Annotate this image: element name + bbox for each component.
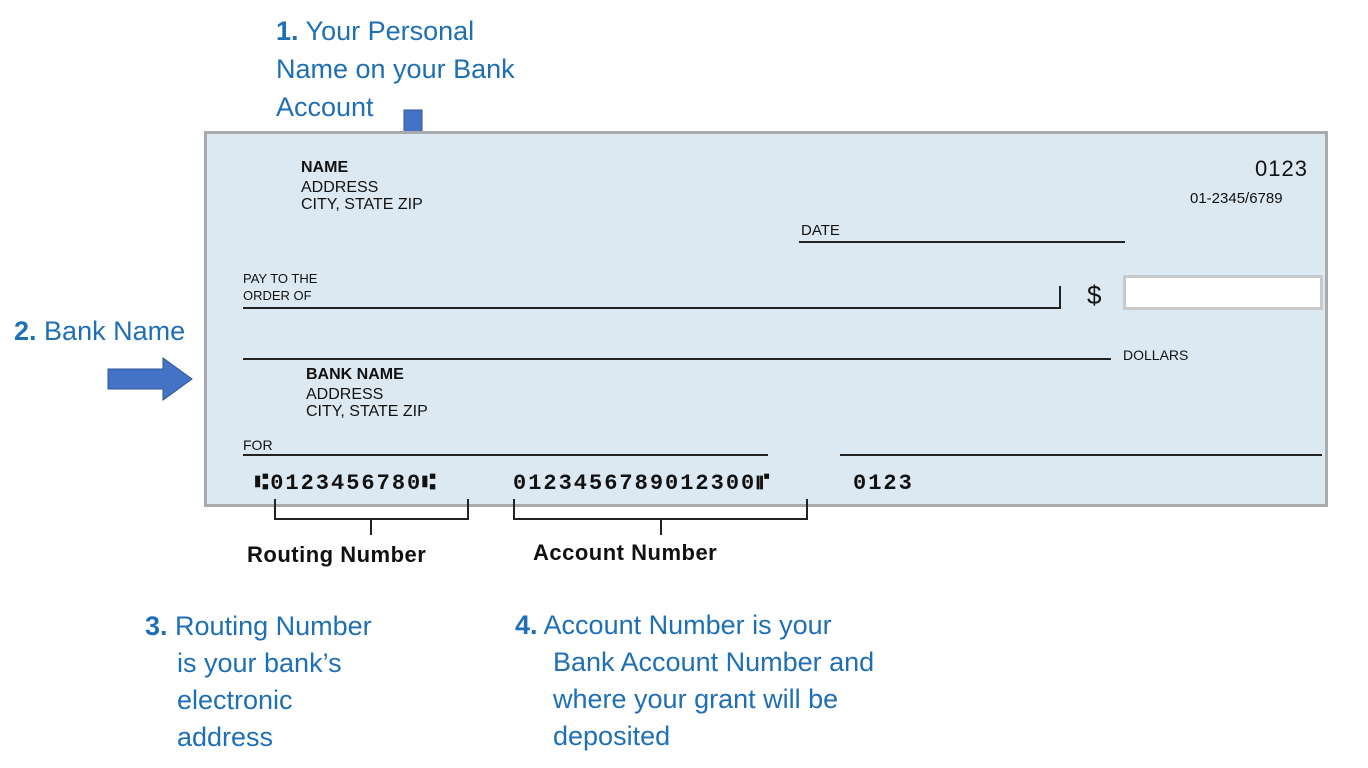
payee-line-end — [1059, 286, 1061, 309]
micr-routing: ⑆0123456780⑆ — [255, 471, 438, 496]
amount-words-line — [243, 358, 1111, 360]
annotation-account: 4. Account Number is your Bank Account N… — [515, 607, 874, 755]
annotation-number: 3. — [145, 611, 168, 641]
annotation-text: Name on your Bank — [276, 54, 515, 84]
annotation-text: Account — [276, 92, 374, 122]
signature-line — [840, 454, 1322, 456]
micr-account: 0123456789012300⑈ — [513, 471, 772, 496]
account-number-label: Account Number — [533, 540, 718, 565]
annotation-text: where your grant will be — [553, 684, 839, 714]
annotation-text: Your Personal — [305, 16, 475, 46]
owner-name: NAME — [301, 159, 349, 176]
amount-box[interactable] — [1123, 275, 1323, 310]
bank-address: ADDRESS — [306, 386, 384, 403]
date-label: DATE — [801, 222, 840, 239]
annotation-personal-name: 1. Your Personal Name on your Bank Accou… — [276, 12, 515, 126]
check: NAME ADDRESS CITY, STATE ZIP 0123 01-234… — [204, 131, 1328, 507]
owner-city: CITY, STATE ZIP — [301, 196, 423, 213]
annotation-number: 4. — [515, 610, 538, 640]
owner-address: ADDRESS — [301, 179, 379, 196]
annotation-bank-name: 2. Bank Name — [14, 312, 185, 350]
fraction-code: 01-2345/6789 — [1190, 190, 1283, 207]
micr-check-number: 0123 — [853, 471, 914, 496]
annotation-text: Bank Account Number and — [553, 647, 875, 677]
payee-line — [243, 307, 1061, 309]
dollars-label: DOLLARS — [1123, 347, 1189, 363]
memo-line — [243, 454, 768, 456]
order-of-label: ORDER OF — [243, 288, 312, 303]
annotation-text: is your bank’s — [177, 648, 342, 678]
annotation-number: 2. — [14, 316, 37, 346]
date-line — [799, 241, 1125, 243]
annotation-text: electronic — [177, 685, 293, 715]
annotation-text: address — [177, 722, 274, 752]
annotation-text: Bank Name — [44, 316, 186, 346]
annotation-text: Routing Number — [175, 611, 372, 641]
routing-number-label: Routing Number — [247, 542, 427, 567]
right-arrow-icon — [107, 357, 193, 401]
account-bracket — [513, 499, 808, 535]
check-number: 0123 — [1255, 156, 1308, 181]
annotation-text: Account Number is your — [543, 610, 832, 640]
bank-city: CITY, STATE ZIP — [306, 403, 428, 420]
annotation-text: deposited — [553, 721, 671, 751]
for-label: FOR — [243, 437, 273, 453]
bank-name: BANK NAME — [306, 366, 404, 383]
annotation-number: 1. — [276, 16, 299, 46]
routing-bracket — [274, 499, 469, 535]
annotation-routing: 3. Routing Number is your bank’s electro… — [145, 608, 372, 756]
pay-to-label: PAY TO THE — [243, 271, 318, 286]
dollar-sign: $ — [1087, 280, 1102, 310]
